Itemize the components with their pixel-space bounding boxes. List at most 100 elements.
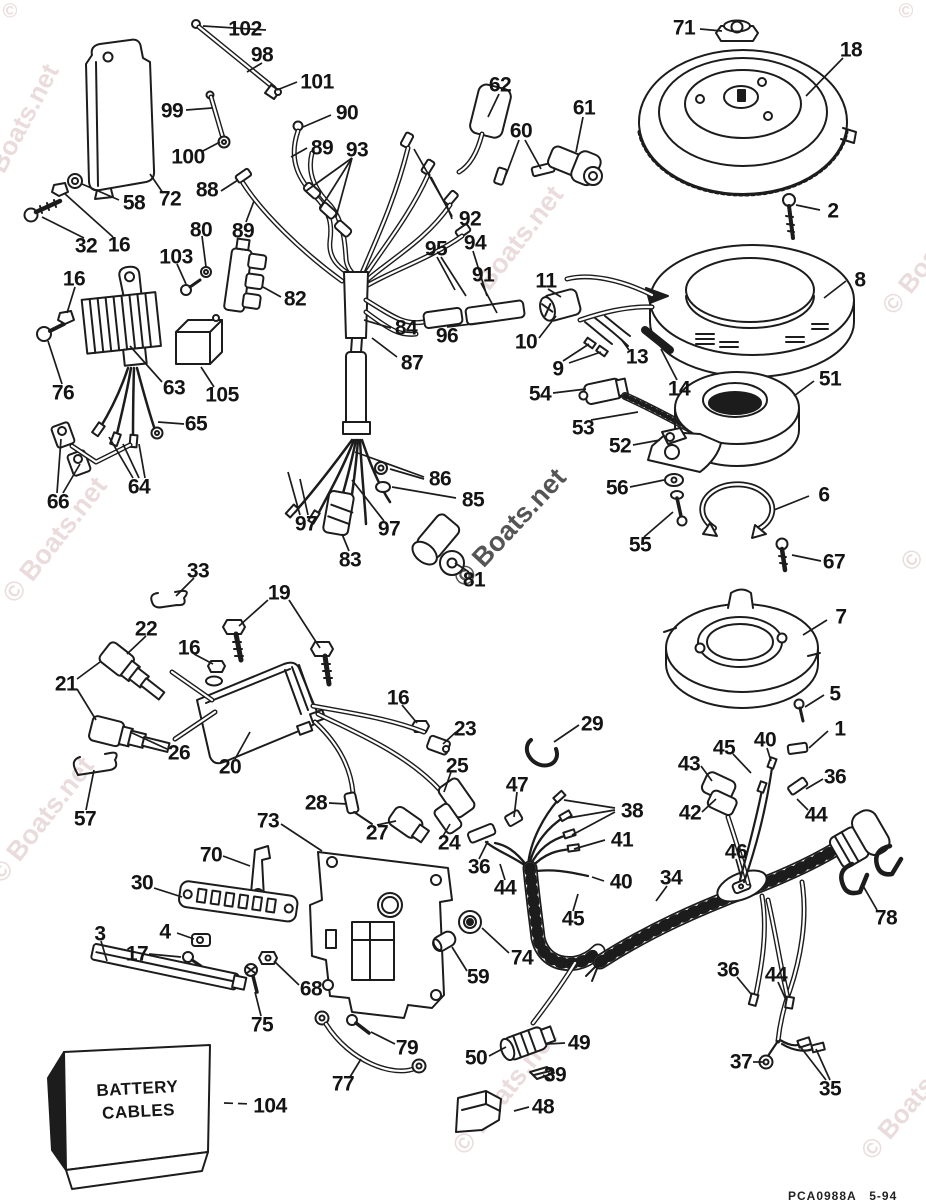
part-label-70: 70 (199, 843, 223, 867)
part-label-38: 38 (620, 799, 644, 823)
part-label-104: 104 (253, 1094, 287, 1118)
part-label-11: 11 (535, 269, 557, 293)
screw-76 (36, 310, 75, 342)
coil-bolts-19 (222, 619, 334, 687)
part-label-1: 1 (834, 717, 846, 741)
part-label-8: 8 (854, 268, 866, 292)
part-label-53: 53 (571, 416, 595, 440)
part-label-30: 30 (130, 871, 154, 895)
part-label-67: 67 (822, 550, 846, 574)
part-label-57: 57 (73, 807, 97, 831)
link-rod-99 (205, 90, 231, 149)
part-label-97: 97 (377, 517, 401, 541)
part-label-77: 77 (331, 1072, 355, 1096)
mounting-plate (309, 851, 453, 1019)
part-label-4: 4 (159, 920, 171, 944)
part-label-23: 23 (453, 717, 477, 741)
part-label-16: 16 (177, 636, 201, 660)
part-label-85: 85 (461, 488, 485, 512)
clip-57 (72, 751, 118, 776)
part-label-72: 72 (158, 187, 182, 211)
screw-67 (775, 537, 789, 573)
part-label-89: 89 (231, 219, 255, 243)
engine-harness (585, 741, 904, 1070)
part-label-48: 48 (531, 1095, 555, 1119)
part-label-93: 93 (345, 138, 369, 162)
part-label-80: 80 (189, 218, 213, 242)
battery-cables-box (47, 1044, 211, 1190)
part-label-52: 52 (608, 434, 632, 458)
part-label-74: 74 (510, 946, 534, 970)
rectifier (80, 265, 162, 367)
part-label-47: 47 (505, 773, 529, 797)
part-label-95: 95 (424, 237, 448, 261)
part-label-68: 68 (299, 977, 323, 1001)
screw-5 (793, 698, 805, 723)
timer-base (663, 588, 821, 709)
part-label-101: 101 (300, 70, 334, 94)
part-label-98: 98 (250, 43, 274, 67)
part-label-60: 60 (509, 119, 533, 143)
part-label-102: 102 (228, 17, 262, 41)
part-label-46: 46 (724, 840, 748, 864)
strip-3 (90, 943, 248, 991)
screw-2 (782, 193, 796, 240)
grommet-74 (458, 910, 482, 934)
part-label-96: 96 (435, 324, 459, 348)
part-label-54: 54 (528, 382, 552, 406)
part-label-45: 45 (561, 907, 585, 931)
part-label-105: 105 (205, 383, 239, 407)
part-label-88: 88 (195, 178, 219, 202)
bushing-59 (432, 930, 457, 953)
part-label-41: 41 (610, 828, 634, 852)
part-label-44: 44 (493, 876, 517, 900)
part-label-27: 27 (365, 821, 389, 845)
part-label-99: 99 (160, 99, 184, 123)
part-label-2: 2 (827, 199, 839, 223)
part-label-6: 6 (818, 483, 830, 507)
part-label-14: 14 (667, 377, 691, 401)
part-label-19: 19 (267, 581, 291, 605)
center-harness (455, 789, 598, 1133)
part-label-16: 16 (107, 233, 131, 257)
coil-output-wires (313, 706, 476, 844)
part-label-84: 84 (394, 316, 418, 340)
part-label-42: 42 (678, 801, 702, 825)
battery-cables-label: BATTERY CABLES (77, 1075, 199, 1127)
screw-75 (244, 963, 259, 994)
main-harness (284, 271, 526, 576)
part-label-3: 3 (94, 922, 106, 946)
part-label-79: 79 (395, 1036, 419, 1060)
flywheel-nut (715, 19, 759, 42)
part-label-64: 64 (127, 475, 151, 499)
plug-caps-21-22-26 (88, 641, 215, 753)
bolt-32-washer-58 (23, 173, 83, 223)
part-label-61: 61 (572, 96, 596, 120)
clip-29 (524, 738, 560, 768)
drawing-code: PCA0988A 5-94 (788, 1189, 898, 1200)
ground-wire (314, 1010, 427, 1074)
part-label-58: 58 (122, 191, 146, 215)
part-label-50: 50 (464, 1046, 488, 1070)
part-label-83: 83 (338, 548, 362, 572)
part-label-36: 36 (716, 958, 740, 982)
part-label-40: 40 (609, 870, 633, 894)
clip-33 (150, 589, 188, 609)
part-label-5: 5 (829, 682, 841, 706)
part-label-86: 86 (428, 467, 452, 491)
part-label-73: 73 (256, 809, 280, 833)
part-label-82: 82 (283, 287, 307, 311)
part-label-44: 44 (804, 803, 828, 827)
power-pack (85, 38, 156, 200)
part-label-16: 16 (62, 267, 86, 291)
nut-68 (258, 951, 278, 965)
part-label-90: 90 (335, 101, 359, 125)
part-label-24: 24 (437, 831, 461, 855)
part-label-51: 51 (818, 367, 842, 391)
part-label-10: 10 (514, 330, 538, 354)
part-label-89: 89 (310, 136, 334, 160)
part-label-16: 16 (386, 686, 410, 710)
part-label-100: 100 (171, 145, 205, 169)
